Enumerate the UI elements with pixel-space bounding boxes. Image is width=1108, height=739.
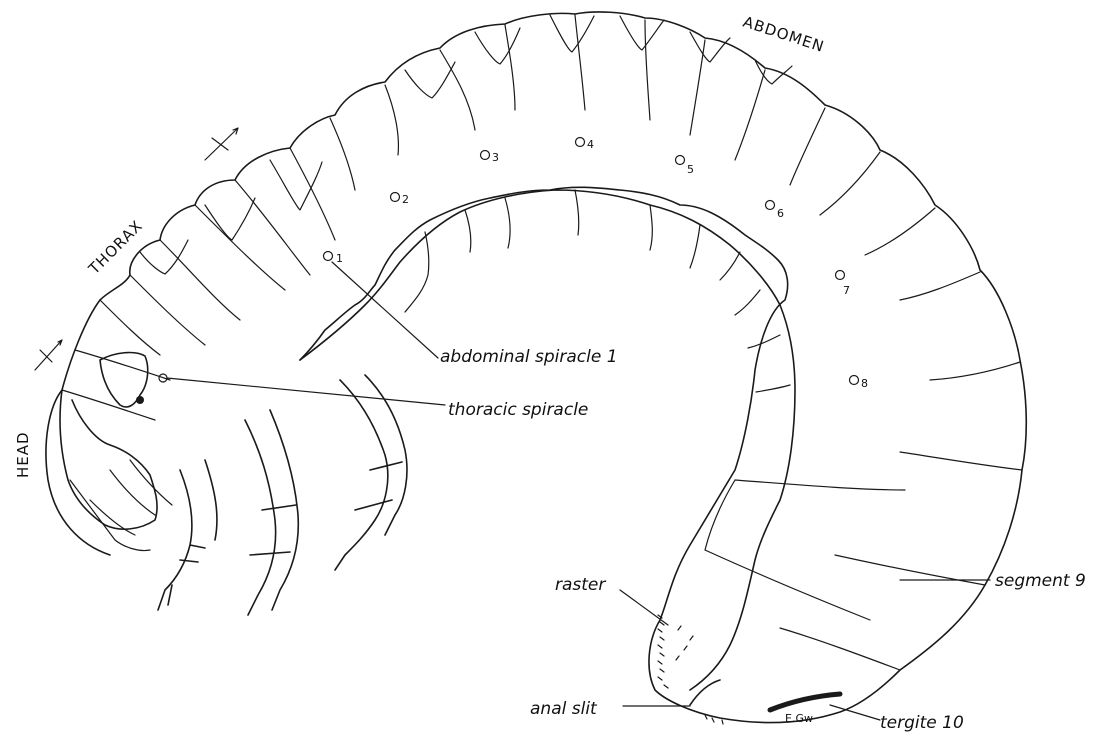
spiracle-6: 6 <box>766 201 785 221</box>
head-label: HEAD <box>14 431 32 478</box>
svg-text:3: 3 <box>492 151 499 164</box>
thorax-segments <box>62 148 335 420</box>
leg-middle <box>245 410 298 615</box>
anal-slit-label: anal slit <box>530 699 598 719</box>
head-thorax-arrow <box>35 340 62 370</box>
thorax-label: THORAX <box>84 217 146 279</box>
spiracle-7: 7 <box>836 271 851 298</box>
posterior-segments <box>705 480 905 620</box>
plate-dot <box>136 396 144 404</box>
ventral-outline <box>300 190 795 690</box>
leader-thoracic-spiracle <box>167 378 445 405</box>
dorsal-outline <box>46 12 1026 723</box>
spiracle-3: 3 <box>481 151 500 165</box>
tergite-10-mark <box>770 694 840 710</box>
spiracle-2: 2 <box>391 193 410 207</box>
leader-raster <box>620 590 668 625</box>
raster-bristles <box>658 615 693 688</box>
raster-label: raster <box>555 575 606 595</box>
tergite10-label: tergite 10 <box>880 713 964 733</box>
spiracle-5: 5 <box>676 156 695 177</box>
svg-text:4: 4 <box>587 138 594 151</box>
leg-front <box>158 460 217 610</box>
svg-text:6: 6 <box>777 207 784 220</box>
artist-initials: E.Gw <box>785 712 813 725</box>
svg-text:2: 2 <box>402 193 409 206</box>
anal-slit <box>690 680 720 705</box>
svg-text:1: 1 <box>336 252 343 265</box>
svg-text:7: 7 <box>843 284 850 297</box>
segment9-label: segment 9 <box>995 571 1086 591</box>
leg-hind <box>335 375 407 570</box>
spiracle-4: 4 <box>576 138 595 152</box>
head-capsule <box>60 390 157 529</box>
thoracic-spiracle-label: thoracic spiracle <box>448 400 588 420</box>
spiracle-8: 8 <box>850 376 869 391</box>
svg-text:5: 5 <box>687 163 694 176</box>
dorsal-v-folds <box>140 15 792 274</box>
abdominal-spiracle-label: abdominal spiracle 1 <box>440 347 618 367</box>
thorax-abdomen-arrow <box>205 128 238 160</box>
svg-text:8: 8 <box>861 377 868 390</box>
abdomen-label: ABDOMEN <box>741 13 827 56</box>
